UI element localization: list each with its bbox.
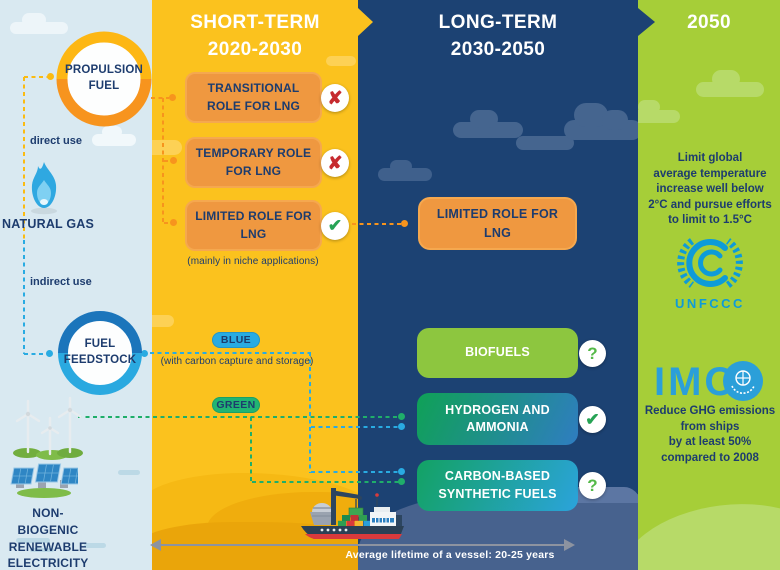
box-carbon-synthetic-fuels: CARBON-BASED SYNTHETIC FUELS <box>417 460 578 511</box>
cloud <box>516 136 574 150</box>
connector <box>352 223 402 225</box>
connector <box>23 240 25 354</box>
wind-streak <box>30 548 54 552</box>
lifetime-arrow <box>160 544 566 546</box>
long-term-header: LONG-TERM 2030-2050 <box>358 9 638 63</box>
cloud <box>152 315 174 327</box>
connector <box>151 97 169 99</box>
connector <box>164 222 171 224</box>
renewable-electricity-label: NON-BIOGENIC RENEWABLE ELECTRICITY <box>7 506 89 570</box>
wind-streak <box>118 470 140 475</box>
connector <box>311 426 399 428</box>
box-limited-role-lng-long: LIMITED ROLE FOR LNG <box>418 197 577 250</box>
uncertain-icon: ? <box>579 472 606 499</box>
box-transitional-role-lng: TRANSITIONAL ROLE FOR LNG <box>185 72 322 123</box>
niche-note: (mainly in niche applications) <box>187 256 319 267</box>
approved-icon: ✔ <box>579 406 606 433</box>
connector <box>24 353 50 355</box>
lifetime-arrow-right-head <box>564 539 575 551</box>
cloud <box>326 56 356 66</box>
box-limited-role-lng-short: LIMITED ROLE FOR LNG <box>185 200 322 251</box>
wind-turbines-icon <box>13 396 83 460</box>
cloud <box>22 13 46 27</box>
connector <box>24 76 50 78</box>
propulsion-fuel-label: PROPULSION FUEL <box>64 64 144 92</box>
rejected-icon: ✘ <box>321 149 349 177</box>
imo-letters: IMO <box>654 360 739 402</box>
cloud <box>638 100 660 114</box>
cloud <box>102 126 122 138</box>
connector-dot <box>398 413 405 420</box>
cloud <box>712 70 740 88</box>
cloud <box>453 122 523 138</box>
cargo-ship-icon <box>301 488 404 539</box>
green-hill <box>638 492 780 570</box>
blue-hydrogen-pill: BLUE <box>212 332 260 348</box>
unfccc-label: UNFCCC <box>675 296 745 311</box>
connector <box>162 98 164 224</box>
uncertain-icon: ? <box>579 340 606 367</box>
connector <box>150 352 310 354</box>
imo-goal-text: Reduce GHG emissions from ships by at le… <box>644 405 776 464</box>
connector-dot <box>46 350 53 357</box>
connector <box>311 471 399 473</box>
fuel-feedstock-label: FUEL FEEDSTOCK <box>63 338 137 366</box>
wind-streak <box>84 543 106 548</box>
connector-dot <box>47 73 54 80</box>
connector-dot <box>170 157 177 164</box>
imo-logo: IMO <box>654 360 763 402</box>
connector-dot <box>170 219 177 226</box>
cloud <box>696 82 764 97</box>
cloud <box>152 140 182 155</box>
chevron-long-to-2050 <box>638 8 655 36</box>
connector-dot <box>398 423 405 430</box>
connector <box>78 416 400 418</box>
ccs-note: (with carbon capture and storage) <box>160 356 314 367</box>
connector <box>252 481 399 483</box>
natural-gas-label: NATURAL GAS <box>2 217 95 231</box>
box-biofuels: BIOFUELS <box>417 328 578 378</box>
unfccc-logo <box>677 238 743 288</box>
chevron-short-to-long <box>358 8 373 36</box>
lifetime-arrow-left-head <box>150 539 161 551</box>
short-term-header: SHORT-TERM 2020-2030 <box>152 9 358 63</box>
natural-gas-flame-icon <box>31 162 57 215</box>
rejected-icon: ✘ <box>321 84 349 112</box>
connector-dot <box>141 350 148 357</box>
short-term-title: SHORT-TERM <box>190 12 320 33</box>
connector-dot <box>169 94 176 101</box>
connector <box>309 352 311 473</box>
vision-header: 2050 <box>687 12 731 33</box>
direct-use-label: direct use <box>30 135 82 147</box>
long-term-period: 2030-2050 <box>450 39 546 60</box>
cloud <box>92 134 136 146</box>
cloud <box>602 110 628 130</box>
connector-dot <box>398 478 405 485</box>
connector-dot <box>398 468 405 475</box>
cloud <box>390 160 412 173</box>
approved-icon: ✔ <box>321 212 349 240</box>
unfccc-goal-text: Limit global average temperature increas… <box>648 152 772 226</box>
long-term-title: LONG-TERM <box>438 12 558 33</box>
lifetime-arrow-label: Average lifetime of a vessel: 20-25 year… <box>345 549 555 561</box>
connector <box>250 417 252 482</box>
indirect-use-label: indirect use <box>30 276 92 288</box>
box-temporary-role-lng: TEMPORARY ROLE FOR LNG <box>185 137 322 188</box>
connector-dot <box>401 220 408 227</box>
cloud <box>470 110 498 128</box>
connector <box>23 77 25 240</box>
green-hydrogen-pill: GREEN <box>212 397 260 413</box>
box-hydrogen-ammonia: HYDROGEN AND AMMONIA <box>417 393 578 445</box>
wind-streak <box>16 538 50 543</box>
connector <box>164 160 171 162</box>
propulsion-fuel-ring <box>56 31 152 127</box>
short-term-period: 2020-2030 <box>207 39 303 60</box>
fuel-feedstock-ring <box>58 311 142 395</box>
solar-panels-icon <box>10 463 78 498</box>
